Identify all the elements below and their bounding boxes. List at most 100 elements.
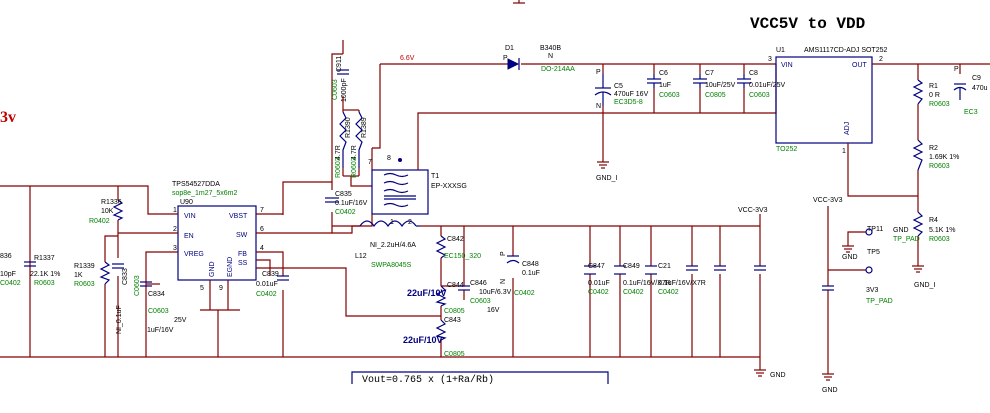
c843-ref: C849 — [623, 263, 640, 270]
c844-pkg: C0402 — [588, 289, 609, 296]
c841-ref: C846 — [470, 280, 487, 287]
gnd-label-c21: GND — [822, 387, 838, 394]
c842-value: 0.1uF — [522, 270, 540, 277]
resistor-r1 — [912, 79, 924, 105]
r2-pkg: R0603 — [929, 163, 950, 170]
c5-pin-n: N — [596, 103, 601, 110]
r4-pkg: R0603 — [929, 236, 950, 243]
cap-c8 — [737, 74, 751, 88]
u1-pin1-num: 1 — [842, 148, 846, 155]
cap-c6 — [647, 74, 661, 88]
u90-ref: U90 — [180, 199, 193, 206]
c7-value: 10uF/25V — [705, 82, 736, 89]
c9-ref: C9 — [972, 75, 981, 82]
resistor-r1336 — [112, 199, 124, 221]
u90-pin-vbst: VBST — [229, 213, 248, 220]
c841-pkg: C0603 — [470, 298, 491, 305]
inductor-l12 — [359, 220, 420, 228]
u90-part: TPS54527DDA — [172, 181, 220, 188]
tp5-ref: TP5 — [867, 249, 880, 256]
r4-value: 5.1K 1% — [929, 227, 955, 234]
c833-ref: C833 — [122, 268, 129, 285]
formula-box — [351, 371, 609, 384]
r1335-pkg: C0805 — [444, 308, 465, 315]
c5-pin-p: P — [596, 69, 601, 76]
cap-c9 — [953, 83, 967, 100]
c844-value: 0.01uF — [588, 280, 610, 287]
c911-ref: C911 — [336, 56, 343, 72]
resistor-r1337 — [435, 319, 447, 341]
c836-ref: 836 — [0, 253, 12, 260]
c9-pin-p: P — [954, 66, 959, 73]
c843-value: 0.1uF/16V/X7R — [623, 280, 671, 287]
c21-wires — [827, 206, 866, 374]
tp5-pad: TP_PAD — [866, 298, 893, 305]
cap-c21 — [822, 285, 834, 291]
u1-output-wires — [847, 63, 990, 266]
c846-value: 0.1uF/16V/X7R — [658, 280, 706, 287]
diode-d1 — [507, 58, 520, 70]
r1389-pkg: R0603 — [351, 157, 358, 178]
d1-part: B340B — [540, 45, 561, 52]
c834-pkg: C0603 — [148, 308, 169, 315]
c834-ref: C834 — [148, 291, 165, 298]
u1-pin3-num: 3 — [768, 56, 772, 63]
c845-value: 22.1K 1% — [30, 271, 60, 278]
r1334-pkg: EC150_320 — [444, 253, 481, 260]
cap-c834 — [140, 281, 152, 287]
gnd-i-label-r4: GND_I — [914, 282, 935, 289]
gnd-i-label-c5: GND_I — [596, 175, 617, 182]
u1-pin-out: OUT — [852, 62, 868, 69]
c842-pkg: C0402 — [514, 290, 535, 297]
gnd-i-symbol-r4 — [912, 265, 924, 273]
c5-ref: C5 — [614, 83, 623, 90]
c5-pkg: EC3D5-8 — [614, 99, 643, 106]
c833-value: NI_0.1uF — [116, 305, 123, 334]
c839-value: 0.01uF — [256, 281, 278, 288]
left-net-label: 3v — [0, 109, 16, 126]
c6-pkg: C0603 — [659, 92, 680, 99]
l12-value: NI_2.2uH/4.6A — [370, 242, 416, 249]
d1-pin-n: N — [548, 53, 553, 60]
u90-pin6-num: 6 — [260, 226, 264, 233]
u90-pin3-num: 3 — [173, 245, 177, 252]
r4-ref: R4 — [929, 217, 938, 224]
cap-c5 — [594, 74, 612, 106]
c6-ref: C6 — [659, 70, 668, 77]
label-25v: 25V — [174, 317, 187, 324]
c834-value: 1uF/16V — [147, 327, 174, 334]
vout-formula: Vout=0.765 x (1+Ra/Rb) — [362, 374, 494, 386]
c846-ref: C21 — [658, 263, 671, 270]
r1-value: 0 R — [929, 92, 940, 99]
t1-pin7: 7 — [368, 159, 372, 166]
snubber-wires — [282, 40, 372, 215]
resistor-r1339 — [99, 261, 111, 285]
tp11-net: GND — [893, 227, 909, 234]
cap-c835 — [325, 197, 339, 203]
u90-pin5-num: 5 — [200, 285, 204, 292]
c836-pkg: C0402 — [0, 280, 21, 287]
cap-c841 — [458, 285, 470, 291]
t1-wires — [371, 148, 419, 170]
l12-ref: L12 — [355, 253, 367, 260]
t1-pin8: 8 — [387, 155, 391, 162]
tp11-ref: TP11 — [867, 226, 883, 233]
c843-pkg: C0402 — [623, 289, 644, 296]
c7-pkg: C0805 — [705, 92, 726, 99]
u90-pin4-num: 4 — [260, 245, 264, 252]
t1-winding-bottom — [383, 202, 409, 208]
cap-c846 — [645, 265, 657, 275]
t1-dot — [398, 158, 402, 162]
t1-body — [371, 169, 429, 215]
cap-c839 — [277, 275, 289, 281]
resistor-r1334 — [435, 235, 447, 259]
tp5-net: 3V3 — [866, 287, 879, 294]
c9-pkg: EC3 — [964, 109, 978, 116]
u90-pin-vin: VIN — [184, 213, 196, 220]
c835-ref: C835 — [335, 191, 352, 198]
net-6v6-wires — [372, 63, 777, 162]
r2-ref: R2 — [929, 145, 938, 152]
r1339-pkg: R0603 — [74, 281, 95, 288]
r1335-value: 22uF/10V — [407, 288, 447, 298]
c7-ref: C7 — [705, 70, 714, 77]
